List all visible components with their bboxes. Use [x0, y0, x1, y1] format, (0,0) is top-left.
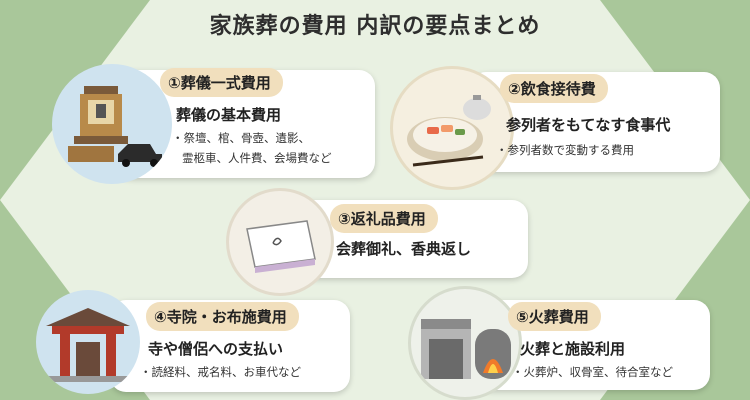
meal-tray-icon — [390, 66, 514, 190]
card2-label: ②飲食接待費 — [500, 74, 608, 103]
card5-detail-1: ・火葬炉、収骨室、待合室など — [512, 365, 673, 379]
card5-label: ⑤火葬費用 — [508, 302, 601, 331]
card3-heading: 会葬御礼、香典返し — [336, 240, 472, 258]
card1-heading: 葬儀の基本費用 — [176, 106, 282, 124]
card5-heading: 火葬と施設利用 — [520, 340, 626, 358]
card4-label: ④寺院・お布施費用 — [146, 302, 299, 331]
card2-detail-1: ・参列者数で変動する費用 — [496, 143, 634, 157]
altar-hearse-icon — [52, 64, 172, 184]
card2-heading: 参列者をもてなす食事代 — [506, 116, 671, 134]
gift-box-icon — [226, 188, 334, 296]
page-title: 家族葬の費用 内訳の要点まとめ — [209, 14, 541, 39]
card4-heading: 寺や僧侶への支払い — [148, 340, 284, 358]
card1-detail-2: 霊柩車、人件費、会場費など — [182, 151, 332, 165]
card1-label: ①葬儀一式費用 — [160, 68, 283, 97]
crematorium-icon — [408, 286, 522, 400]
card1-detail-1: ・祭壇、棺、骨壺、遺影、 — [172, 131, 310, 145]
card4-detail-1: ・読経料、戒名料、お車代など — [140, 365, 301, 379]
temple-gate-icon — [36, 290, 140, 394]
card3-label: ③返礼品費用 — [330, 204, 438, 233]
